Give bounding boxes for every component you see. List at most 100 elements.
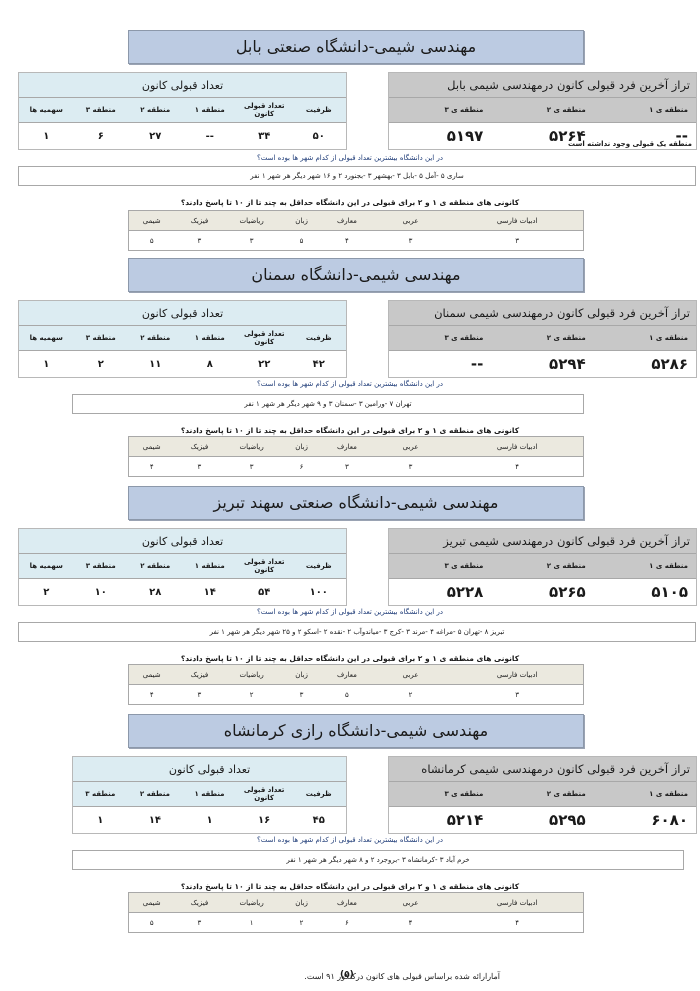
score-col-region-1: منطقه ی ۱ <box>593 553 696 579</box>
subject-col-math: ریاضیات <box>224 211 279 231</box>
count-accepted: ۲۲ <box>258 358 271 370</box>
count-table-header: تعداد قبولی کانون <box>19 529 346 554</box>
subject-chemistry: ۴ <box>149 690 154 699</box>
subject-chemistry: ۵ <box>149 918 154 927</box>
count-region-3: ۱۰ <box>94 586 107 598</box>
count-col-region-1: منطقه ۱ <box>182 553 237 579</box>
cities-answer: تهران ۷ -ورامین ۳ -سمنان ۳ و ۹ شهر دیگر … <box>72 394 584 414</box>
subject-chemistry: ۵ <box>149 236 154 245</box>
university-title: مهندسی شیمی-دانشگاه صنعتی سهند تبریز <box>128 486 584 520</box>
score-region-2: ۵۲۹۵ <box>549 811 586 829</box>
subject-math: ۳ <box>249 462 254 471</box>
count-capacity: ۵۰ <box>312 130 325 142</box>
last-accepted-score-table: تراز آخرین فرد قبولی کانون درمهندسی شیمی… <box>388 528 697 606</box>
subject-col-arabic: عربی <box>369 665 452 685</box>
last-accepted-score-table: تراز آخرین فرد قبولی کانون درمهندسی شیمی… <box>388 300 697 378</box>
subject-col-arabic: عربی <box>369 211 452 231</box>
page-number: (۵) <box>340 970 354 980</box>
score-col-region-1: منطقه ی ۱ <box>593 781 696 807</box>
subject-english: ۵ <box>299 236 304 245</box>
subject-col-math: ریاضیات <box>224 893 279 913</box>
subject-col-religion: معارف <box>324 893 370 913</box>
score-col-region-3: منطقه ی ۳ <box>389 325 492 351</box>
score-region-3: -- <box>470 355 484 373</box>
count-region-1: ۱ <box>206 814 213 826</box>
count-table-header: تعداد قبولی کانون <box>19 73 346 98</box>
count-accepted: ۳۴ <box>258 130 271 142</box>
subject-col-chemistry: شیمی <box>129 437 175 457</box>
subject-chemistry: ۴ <box>149 462 154 471</box>
subject-col-physics: فیزیک <box>174 893 225 913</box>
subject-col-religion: معارف <box>324 437 370 457</box>
count-col-accepted: تعداد قبولی کانون <box>237 97 292 123</box>
subject-col-arabic: عربی <box>369 893 452 913</box>
score-col-region-1: منطقه ی ۱ <box>593 325 696 351</box>
count-col-region-3: منطقه ۳ <box>73 553 128 579</box>
subject-col-english: زبان <box>278 893 325 913</box>
subject-col-english: زبان <box>278 437 325 457</box>
score-col-region-3: منطقه ی ۳ <box>389 553 492 579</box>
subject-col-math: ریاضیات <box>224 437 279 457</box>
acceptance-count-table: تعداد قبولی کانون ظرفیت تعداد قبولی کانو… <box>18 300 347 378</box>
score-table-header: تراز آخرین فرد قبولی کانون درمهندسی شیمی… <box>389 73 696 98</box>
count-col-region-1: منطقه ۱ <box>182 97 237 123</box>
subject-math: ۱ <box>249 918 254 927</box>
university-title: مهندسی شیمی-دانشگاه سمنان <box>128 258 584 292</box>
subject-col-english: زبان <box>278 211 325 231</box>
score-col-region-2: منطقه ی ۲ <box>491 781 594 807</box>
subject-col-english: زبان <box>278 665 325 685</box>
last-accepted-score-table: تراز آخرین فرد قبولی کانون درمهندسی شیمی… <box>388 72 697 150</box>
score-region-2: ۵۲۹۴ <box>549 355 586 373</box>
subject-physics: ۳ <box>197 918 202 927</box>
subject-table: ادبیات فارسی عربی معارف زبان ریاضیات فیز… <box>128 892 584 933</box>
count-capacity: ۴۲ <box>312 358 325 370</box>
city-question: در این دانشگاه بیشترین تعداد قبولی از کد… <box>257 154 443 162</box>
score-region-1: ۵۲۸۶ <box>651 355 688 373</box>
count-region-2: ۱۴ <box>148 814 162 826</box>
subject-physics: ۳ <box>197 462 202 471</box>
subject-col-persian: ادبیات فارسی <box>451 893 583 913</box>
count-region-2: ۲۸ <box>149 586 162 598</box>
subject-religion: ۶ <box>345 918 349 927</box>
count-col-capacity: ظرفیت <box>291 325 346 351</box>
subject-english: ۶ <box>299 462 304 471</box>
count-capacity: ۱۰۰ <box>309 586 328 598</box>
score-region-2: ۵۲۶۵ <box>549 583 586 601</box>
score-region-1: ۶۰۸۰ <box>651 811 688 829</box>
subject-physics: ۳ <box>197 690 202 699</box>
acceptance-count-table: تعداد قبولی کانون ظرفیت تعداد قبولی کانو… <box>72 756 347 834</box>
count-col-capacity: ظرفیت <box>291 553 346 579</box>
score-region-3: ۵۲۲۸ <box>446 583 484 601</box>
count-col-capacity: ظرفیت <box>291 97 346 123</box>
count-col-region-3: منطقه ۳ <box>73 97 128 123</box>
subject-col-persian: ادبیات فارسی <box>451 211 583 231</box>
count-col-region-3: منطقه ۳ <box>73 325 128 351</box>
count-col-region-2: منطقه ۲ <box>128 97 183 123</box>
score-col-region-2: منطقه ی ۲ <box>491 325 594 351</box>
count-quota: ۲ <box>43 586 50 598</box>
score-region-2: ۵۲۶۴ <box>549 127 586 145</box>
subject-table: ادبیات فارسی عربی معارف زبان ریاضیات فیز… <box>128 436 584 477</box>
count-col-accepted: تعداد قبولی کانون <box>237 553 292 579</box>
score-col-region-2: منطقه ی ۲ <box>491 97 594 123</box>
subject-persian: ۴ <box>515 918 520 927</box>
subject-english: ۲ <box>299 918 304 927</box>
subject-question: کانونی های منطقه ی ۱ و ۲ برای قبولی در ا… <box>180 654 520 663</box>
count-col-accepted: تعداد قبولی کانون <box>237 325 292 351</box>
count-col-accepted: تعداد قبولی کانون <box>236 781 292 807</box>
count-table-header: تعداد قبولی کانون <box>73 757 346 782</box>
count-region-2: ۱۱ <box>149 358 162 370</box>
count-capacity: ۴۵ <box>312 814 325 826</box>
count-table-header: تعداد قبولی کانون <box>19 301 346 326</box>
count-col-region-1: منطقه ۱ <box>182 781 237 807</box>
city-question: در این دانشگاه بیشترین تعداد قبولی از کد… <box>257 608 443 616</box>
score-col-region-2: منطقه ی ۲ <box>491 553 594 579</box>
university-title: مهندسی شیمی-دانشگاه رازی کرمانشاه <box>128 714 584 748</box>
count-col-region-2: منطقه ۲ <box>127 781 183 807</box>
city-question: در این دانشگاه بیشترین تعداد قبولی از کد… <box>257 380 443 388</box>
count-region-1: -- <box>205 130 214 142</box>
subject-col-physics: فیزیک <box>174 437 225 457</box>
subject-math: ۲ <box>249 690 254 699</box>
subject-col-religion: معارف <box>324 665 370 685</box>
count-col-region-2: منطقه ۲ <box>128 325 183 351</box>
